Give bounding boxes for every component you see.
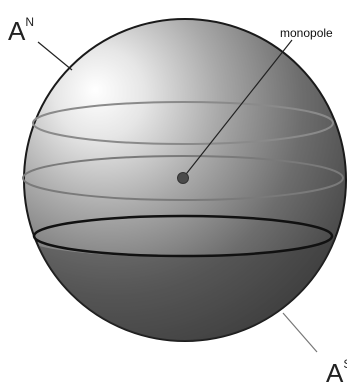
monopole-point (177, 172, 189, 184)
north-leader-line (37, 41, 73, 71)
south-label: AS (326, 357, 347, 382)
north-label: AN (8, 15, 34, 46)
upper-latitude-ring (32, 101, 334, 145)
monopole-label: monopole (280, 26, 333, 40)
middle-latitude-ring (22, 155, 344, 201)
lower-latitude-ring (32, 214, 334, 258)
monopole-leader-line (182, 39, 293, 179)
south-leader-line (282, 312, 318, 353)
